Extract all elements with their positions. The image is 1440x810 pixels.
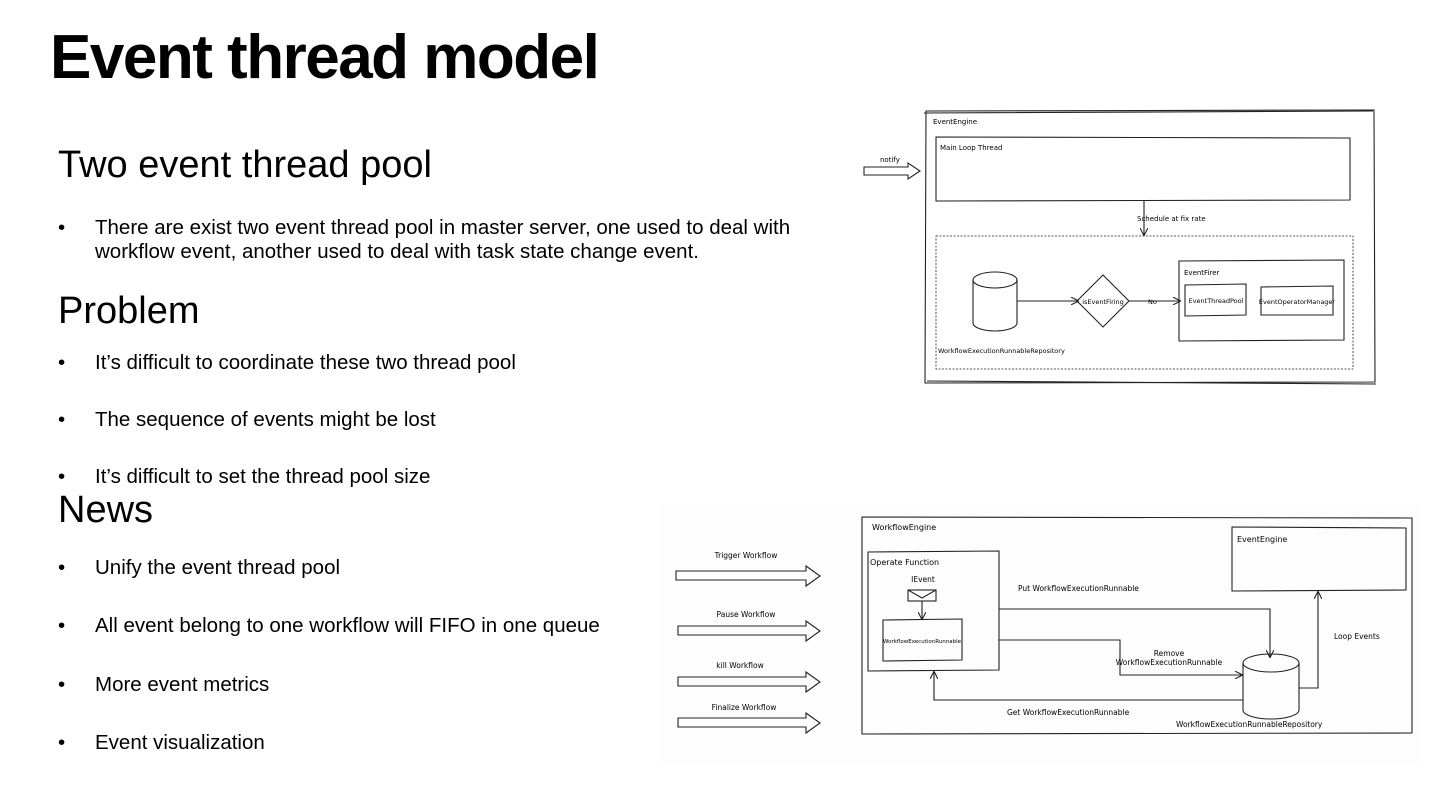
remove-label-line2: WorkflowExecutionRunnable [1116, 658, 1223, 667]
heading-problem: Problem [58, 290, 200, 332]
bullet-item: • The sequence of events might be lost [58, 408, 436, 432]
bullet-dot: • [58, 731, 66, 754]
trigger-workflow-label: Trigger Workflow [714, 551, 778, 560]
workflow-engine-frame [861, 516, 1413, 735]
event-engine-box [1231, 526, 1407, 592]
event-engine-label: EventEngine [1237, 535, 1287, 544]
bullet-text: It’s difficult to set the thread pool si… [95, 465, 431, 488]
bullet-item: • More event metrics [58, 673, 269, 697]
bullet-text: The sequence of events might be lost [95, 408, 436, 431]
bullet-dot: • [58, 556, 66, 579]
bullet-text: There are exist two event thread pool in… [95, 216, 791, 263]
workflow-engine-label: WorkflowEngine [872, 523, 936, 532]
event-firer-box [1178, 259, 1345, 342]
kill-workflow-arrow [677, 670, 821, 694]
repository-label: WorkflowExecutionRunnableRepository [938, 347, 1065, 355]
workflow-engine-diagram: WorkflowEngine Trigger Workflow Pause Wo… [660, 505, 1420, 765]
remove-arrow [999, 639, 1242, 675]
get-label: Get WorkflowExecutionRunnable [1007, 708, 1130, 717]
bullet-text: Event visualization [95, 731, 265, 754]
bullet-text: It’s difficult to coordinate these two t… [95, 351, 516, 374]
repository-cylinder [972, 271, 1018, 332]
bullet-text: All event belong to one workflow will FI… [95, 614, 600, 637]
bullet-item: • Unify the event thread pool [58, 556, 340, 580]
event-engine-frame [924, 109, 1376, 384]
notify-arrow [863, 161, 921, 181]
event-engine-label: EventEngine [933, 118, 977, 126]
main-loop-thread-label: Main Loop Thread [940, 144, 1002, 152]
bullet-item: • It’s difficult to set the thread pool … [58, 465, 430, 489]
put-arrow [999, 608, 1270, 657]
runnable-box [882, 618, 963, 662]
event-thread-pool-box [1184, 283, 1247, 317]
put-label: Put WorkflowExecutionRunnable [1018, 584, 1139, 593]
loop-events-arrow [1299, 592, 1318, 689]
schedule-label: Schedule at fix rate [1137, 215, 1206, 223]
bullet-item: • There are exist two event thread pool … [58, 216, 830, 264]
bullet-dot: • [58, 351, 66, 374]
bullet-text: Unify the event thread pool [95, 556, 341, 579]
remove-label-line1: Remove [1154, 649, 1185, 658]
heading-news: News [58, 489, 154, 531]
no-label: No [1148, 298, 1157, 306]
operate-function-label: Operate Function [870, 558, 939, 567]
slide-title: Event thread model [50, 23, 600, 92]
is-event-firing-label: isEventFiring [1082, 298, 1124, 306]
is-event-firing-diamond [1076, 274, 1130, 328]
repository-label: WorkflowExecutionRunnableRepository [1176, 720, 1323, 729]
get-arrow [934, 672, 1243, 701]
event-operator-manager-box [1260, 285, 1334, 316]
bullet-item: • It’s difficult to coordinate these two… [58, 351, 516, 375]
repository-cylinder [1242, 653, 1300, 720]
event-operator-manager-label: EventOperatorManager [1259, 298, 1336, 306]
bullet-dot: • [58, 408, 66, 431]
pause-workflow-label: Pause Workflow [717, 610, 776, 619]
loop-events-label: Loop Events [1334, 632, 1380, 641]
finalize-workflow-label: Finalize Workflow [712, 703, 777, 712]
operate-function-box [867, 550, 1000, 672]
finalize-workflow-arrow [677, 711, 821, 735]
event-engine-diagram: EventEngine Main Loop Thread notify Sche… [863, 109, 1377, 385]
event-thread-pool-label: EventThreadPool [1189, 297, 1244, 305]
bullet-dot: • [58, 614, 66, 637]
pause-workflow-arrow [677, 619, 821, 643]
bullet-text: More event metrics [95, 673, 270, 696]
heading-two-event-thread-pool: Two event thread pool [58, 144, 432, 186]
event-firer-label: EventFirer [1184, 269, 1220, 277]
runnable-label: WorkflowExecutionRunnable [883, 639, 962, 645]
bullet-dot: • [58, 465, 66, 488]
ievent-label: IEvent [911, 575, 935, 584]
bullet-dot: • [58, 673, 66, 696]
bullet-dot: • [58, 216, 66, 239]
notify-label: notify [880, 156, 900, 164]
bullet-item: • All event belong to one workflow will … [58, 614, 600, 638]
kill-workflow-label: kill Workflow [716, 661, 763, 670]
trigger-workflow-arrow [675, 564, 821, 588]
main-loop-thread-box [935, 136, 1351, 202]
repository-region [935, 235, 1354, 370]
bullet-item: • Event visualization [58, 731, 265, 755]
